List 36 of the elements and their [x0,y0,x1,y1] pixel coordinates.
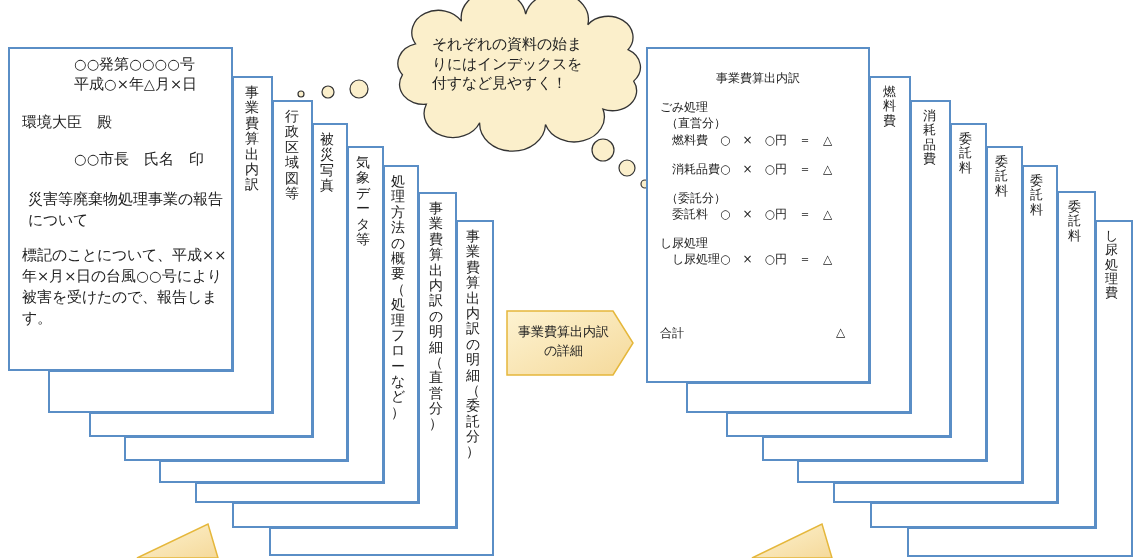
document-text: 平成○×年△月×日 [74,75,198,94]
tab-label: 委託料 [1030,174,1043,217]
document-text: 燃料費 ○ × ○円 ＝ △ [672,132,833,149]
document-text: （委託分） [666,190,726,207]
tab-label: 委託料 [959,132,972,175]
document-text: 事業費算出内訳 [716,70,800,87]
tab-label: 事業費算出内訳の明細（委託分） [466,229,480,460]
document-text: 合計 [660,325,684,342]
document-text: △ [836,325,846,339]
chevron-arrow [506,310,634,376]
document-text: ごみ処理 [660,99,708,116]
document-text: 環境大臣 殿 [22,113,112,132]
document-text: ○○発第○○○○号 [74,55,195,74]
document-page [8,47,233,371]
document-text: 標記のことについて、平成××年×月×日の台風○○号により被害を受けたので、報告します。 [22,246,227,329]
tab-label: 事業費算出内訳 [245,85,259,193]
document-text: し尿処理 [660,235,708,252]
document-page [646,47,870,383]
document-text: ○○市長 氏名 印 [74,150,205,169]
tab-label: 処理方法の概要（処理フローなど） [391,174,405,421]
document-text: 委託料 ○ × ○円 ＝ △ [672,206,833,223]
document-text: 災害等廃棄物処理事業の報告について [28,190,224,230]
tab-label: 消耗品費 [923,109,936,167]
document-text: し尿処理○ × ○円 ＝ △ [672,251,833,268]
tab-label: 事業費算出内訳の明細（直営分） [429,201,443,432]
tab-label: 委託料 [1068,200,1081,243]
tab-label: し尿処理費 [1105,229,1118,301]
tab-label: 被災写真 [320,132,334,194]
document-text: （直営分） [666,115,726,132]
tab-label: 行政区域図等 [285,109,299,202]
tab-label: 気象データ等 [356,155,370,248]
tab-label: 委託料 [995,155,1008,198]
document-text: 消耗品費○ × ○円 ＝ △ [672,161,833,178]
edge-label: 事業費算出内訳の詳細 [516,323,610,360]
tab-label: 燃料費 [883,85,896,128]
cloud-text: それぞれの資料の始まりにはインデックスを付すなど見やすく！ [432,35,582,94]
